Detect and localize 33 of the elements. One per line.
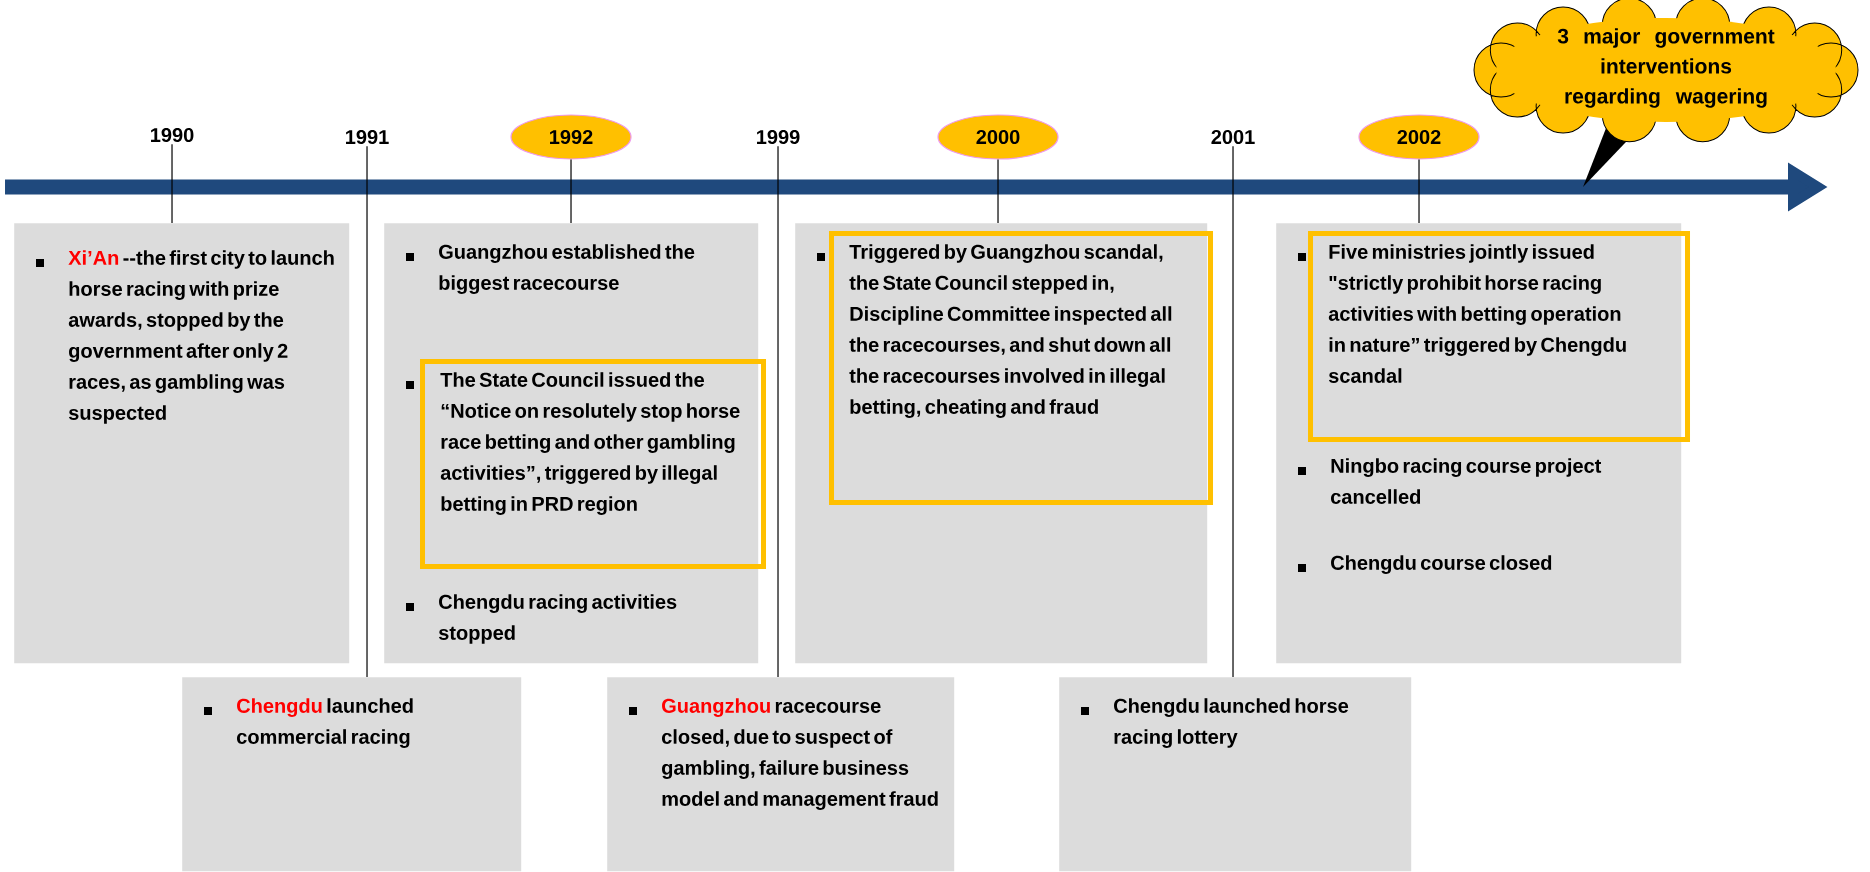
connector-line [570, 159, 572, 224]
bullet-text: Chengdu launched horse racing lottery [1114, 698, 1349, 748]
event-box [607, 677, 955, 872]
bullet-text: The State Council issued the “Notice on resolutely stop horse race betting and other gambling activities”, triggered by illegal betting in PRD region [440, 372, 740, 515]
connector-line [1232, 145, 1234, 678]
event-box [14, 223, 350, 664]
highlight-box [817, 231, 1213, 505]
event-box [182, 677, 522, 872]
event-box [795, 223, 1208, 664]
bullet-text: Triggered by Guangzhou scandal, the State Council stepped in, Discipline Committee inspected all the racecourses, and shut down all the racecourses involved in illegal betting, cheating and fraud [849, 244, 1172, 418]
bullet-text: Chengdu racing activities stopped [438, 594, 677, 644]
event-box [1276, 223, 1682, 664]
connector-line [171, 143, 173, 224]
bullet-text: Five ministries jointly issued "strictly prohibit horse racing activities with betting operation in nature” triggered by Chengdu scandal [1328, 244, 1626, 383]
connector-line [997, 159, 999, 224]
year-label: 1999 [757, 129, 800, 145]
cloud-callout: 3 major government interventions regarding wagering [1473, 0, 1859, 187]
bullet-text: Guangzhou racecourse closed, due to suspect of gambling, failure business model and management fraud [662, 698, 938, 810]
bullet-text: Chengdu course closed [1331, 555, 1552, 574]
connector-line [1418, 159, 1420, 224]
year-label: 1991 [346, 129, 389, 145]
bullet-text: Chengdu launched commercial racing [237, 698, 413, 748]
year-label: 1990 [151, 127, 194, 143]
bullet-text: Xi’An --the first city to launch horse racing with prize awards, stopped by the government after only 2 races, as gambling was suspected [68, 250, 334, 424]
event-box [1059, 677, 1412, 872]
event-box [384, 223, 759, 664]
year-label: 2001 [1211, 129, 1255, 145]
connector-line [366, 145, 368, 678]
highlight-box [1298, 231, 1690, 442]
highlight-box [406, 359, 766, 569]
connector-line [777, 145, 779, 678]
bullet-text: Ningbo racing course project cancelled [1331, 458, 1602, 504]
bullet-text: Guangzhou established the biggest racecourse [439, 244, 695, 294]
